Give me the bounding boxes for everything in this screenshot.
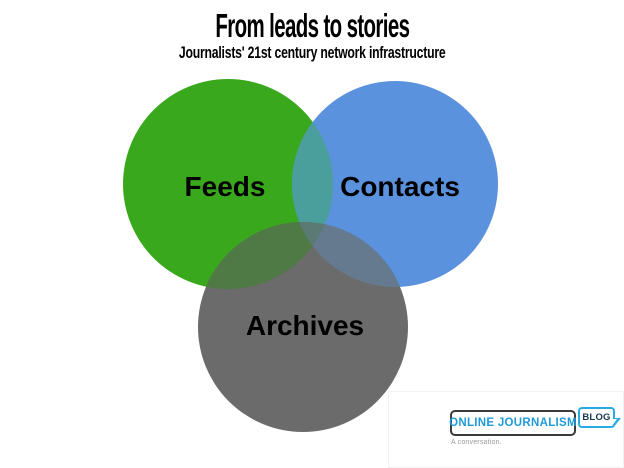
- page-subtitle-text: Journalists' 21st century network infras…: [178, 42, 446, 62]
- logo-name-plate: ONLINE JOURNALISM: [449, 410, 577, 436]
- archives-label: Archives: [246, 310, 364, 341]
- logo-name-text: ONLINE JOURNALISM: [449, 417, 577, 429]
- page-subtitle: Journalists' 21st century network infras…: [0, 42, 624, 62]
- logo-tagline: A conversation.: [451, 439, 502, 446]
- contacts-archives-overlap: [292, 222, 408, 287]
- logo-blog-badge-text: BLOG: [582, 412, 611, 423]
- logo: ONLINE JOURNALISM BLOG A conversation.: [388, 391, 624, 468]
- speech-bubble-tail-fill: [612, 419, 617, 426]
- feeds-label: Feeds: [185, 171, 266, 202]
- logo-blog-badge: BLOG: [578, 407, 621, 428]
- contacts-label: Contacts: [340, 171, 460, 202]
- title-block: From leads to stories Journalists' 21st …: [0, 7, 624, 62]
- page-title: From leads to stories: [0, 7, 624, 44]
- page-title-text: From leads to stories: [215, 7, 410, 44]
- speech-bubble-tail-icon: [613, 418, 621, 428]
- feeds-archives-overlap: [198, 222, 333, 289]
